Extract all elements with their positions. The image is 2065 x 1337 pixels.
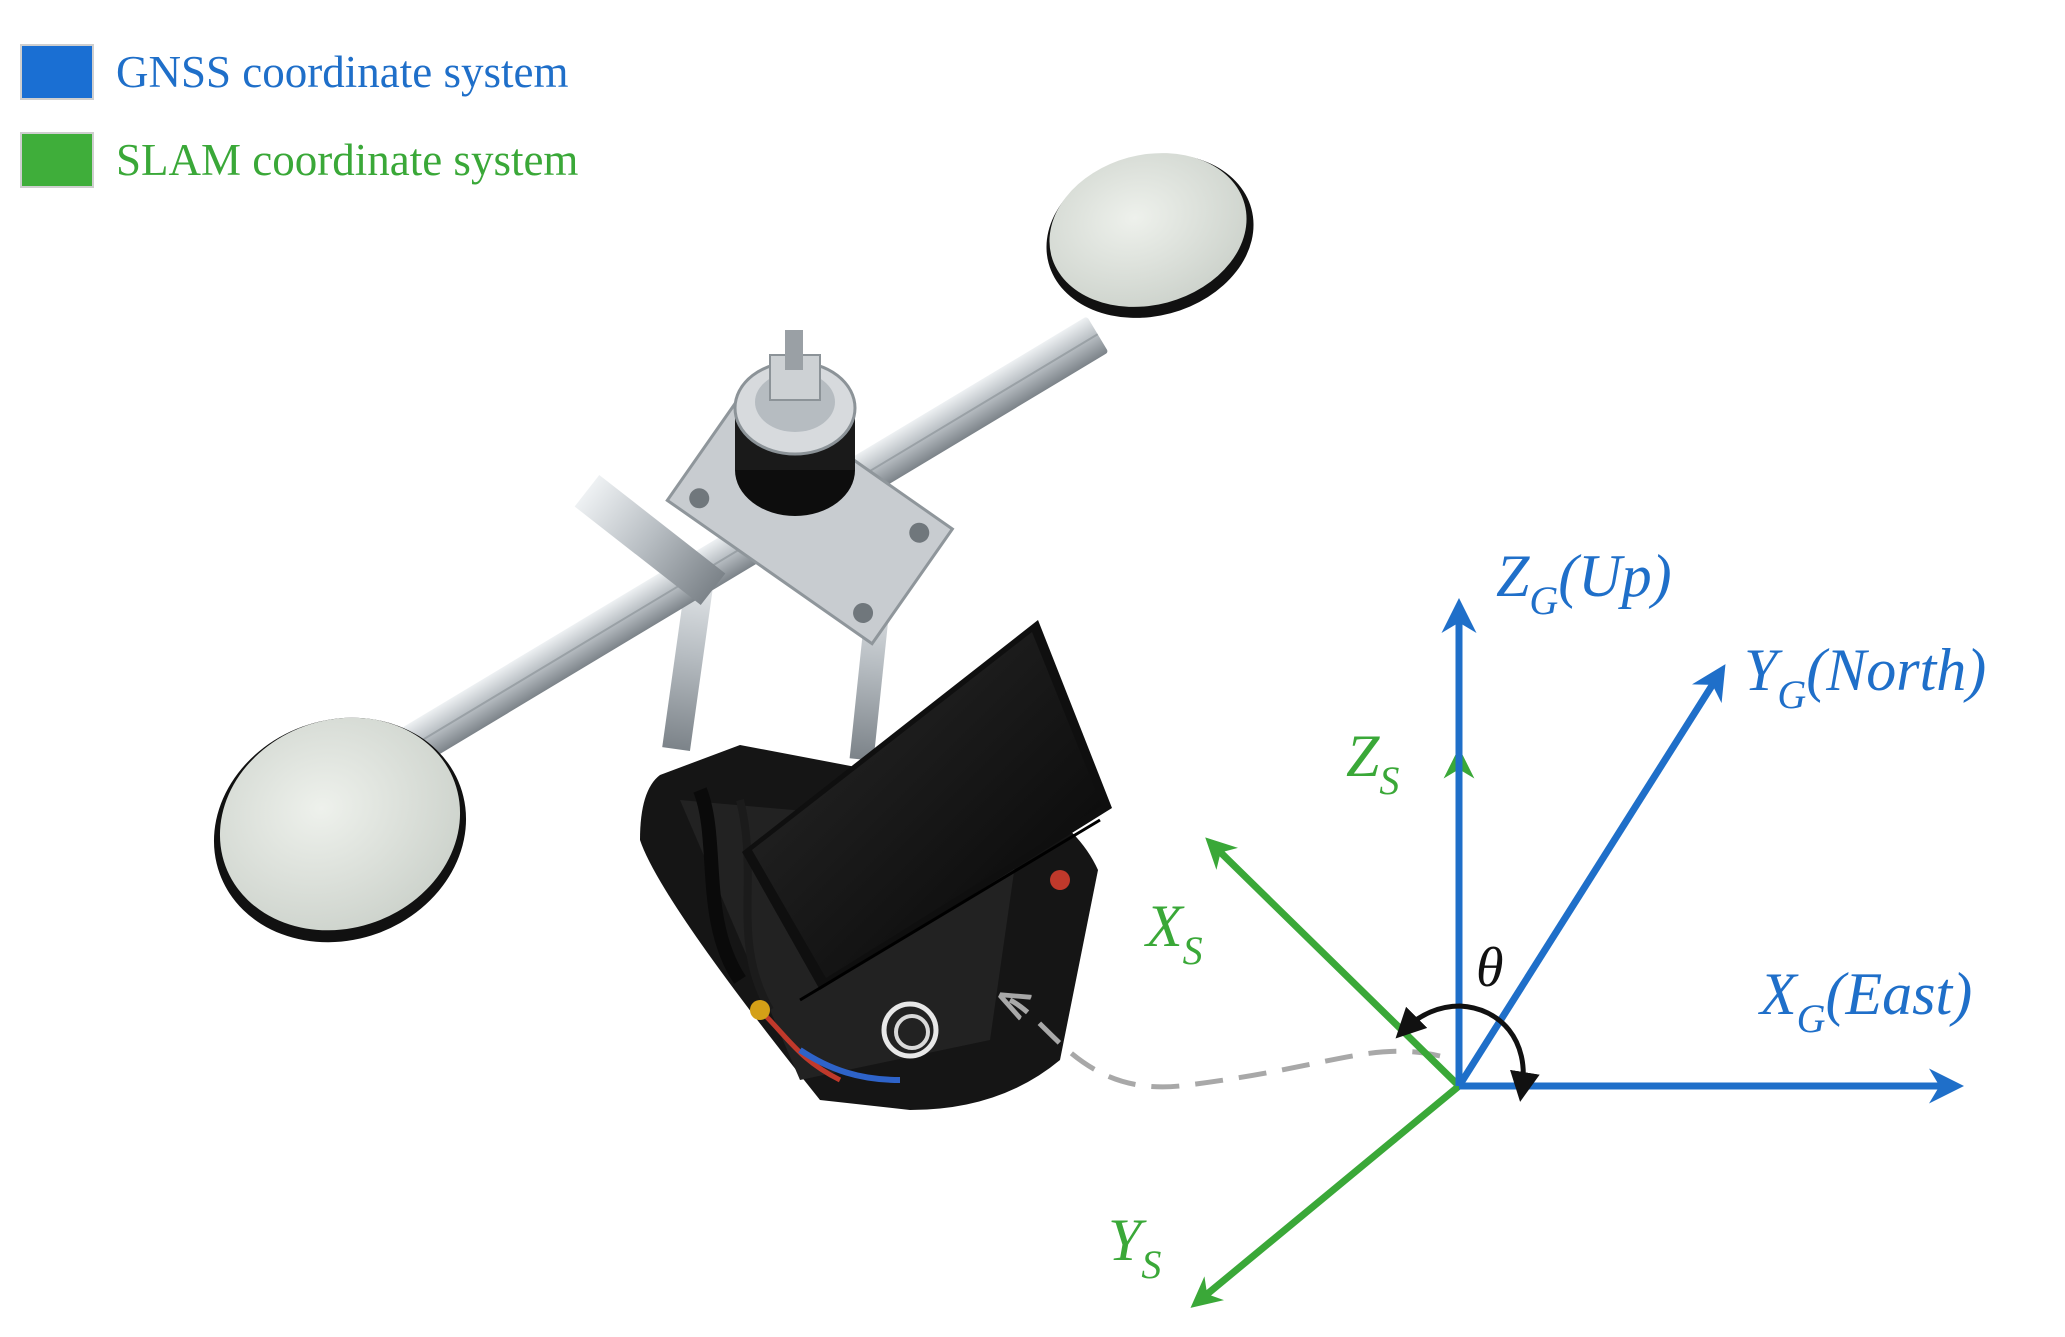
x-s-axis bbox=[1205, 837, 1462, 1089]
y-s-label: YS bbox=[1108, 1207, 1161, 1287]
x-s-sub: S bbox=[1183, 928, 1203, 973]
y-g-sub: G bbox=[1777, 672, 1806, 717]
robot-device bbox=[213, 153, 1254, 1110]
legend-item-gnss: GNSS coordinate system bbox=[20, 28, 578, 116]
slam-swatch bbox=[20, 132, 94, 188]
z-s-main: Z bbox=[1346, 723, 1380, 789]
z-s-sub: S bbox=[1379, 758, 1399, 803]
legend-item-slam: SLAM coordinate system bbox=[20, 116, 578, 204]
slam-legend-label: SLAM coordinate system bbox=[116, 135, 579, 185]
theta-label: θ bbox=[1476, 937, 1504, 999]
y-s-main: Y bbox=[1108, 1207, 1147, 1273]
x-s-main: X bbox=[1144, 893, 1185, 959]
theta-angle-arc bbox=[1395, 1003, 1540, 1102]
z-g-sub: G bbox=[1529, 578, 1558, 623]
z-g-label: ZG(Up) bbox=[1496, 543, 1672, 623]
y-s-axis bbox=[1190, 1083, 1462, 1308]
z-g-main: Z bbox=[1496, 543, 1530, 609]
legend: GNSS coordinate system SLAM coordinate s… bbox=[20, 28, 578, 204]
y-s-sub: S bbox=[1141, 1242, 1161, 1287]
z-s-label: ZS bbox=[1346, 723, 1399, 803]
y-g-label: YG(North) bbox=[1744, 637, 1986, 717]
gnss-swatch bbox=[20, 44, 94, 100]
x-g-label: XG(East) bbox=[1758, 961, 1972, 1041]
x-s-label: XS bbox=[1144, 893, 1203, 973]
gnss-legend-label: GNSS coordinate system bbox=[116, 47, 569, 97]
y-g-suffix: (North) bbox=[1806, 637, 1986, 703]
trajectory-path bbox=[1010, 1000, 1441, 1090]
y-g-axis bbox=[1456, 664, 1726, 1088]
x-g-sub: G bbox=[1797, 996, 1826, 1041]
x-g-suffix: (East) bbox=[1826, 961, 1973, 1027]
x-g-main: X bbox=[1758, 961, 1799, 1027]
y-g-main: Y bbox=[1744, 637, 1783, 703]
z-g-suffix: (Up) bbox=[1558, 543, 1671, 609]
